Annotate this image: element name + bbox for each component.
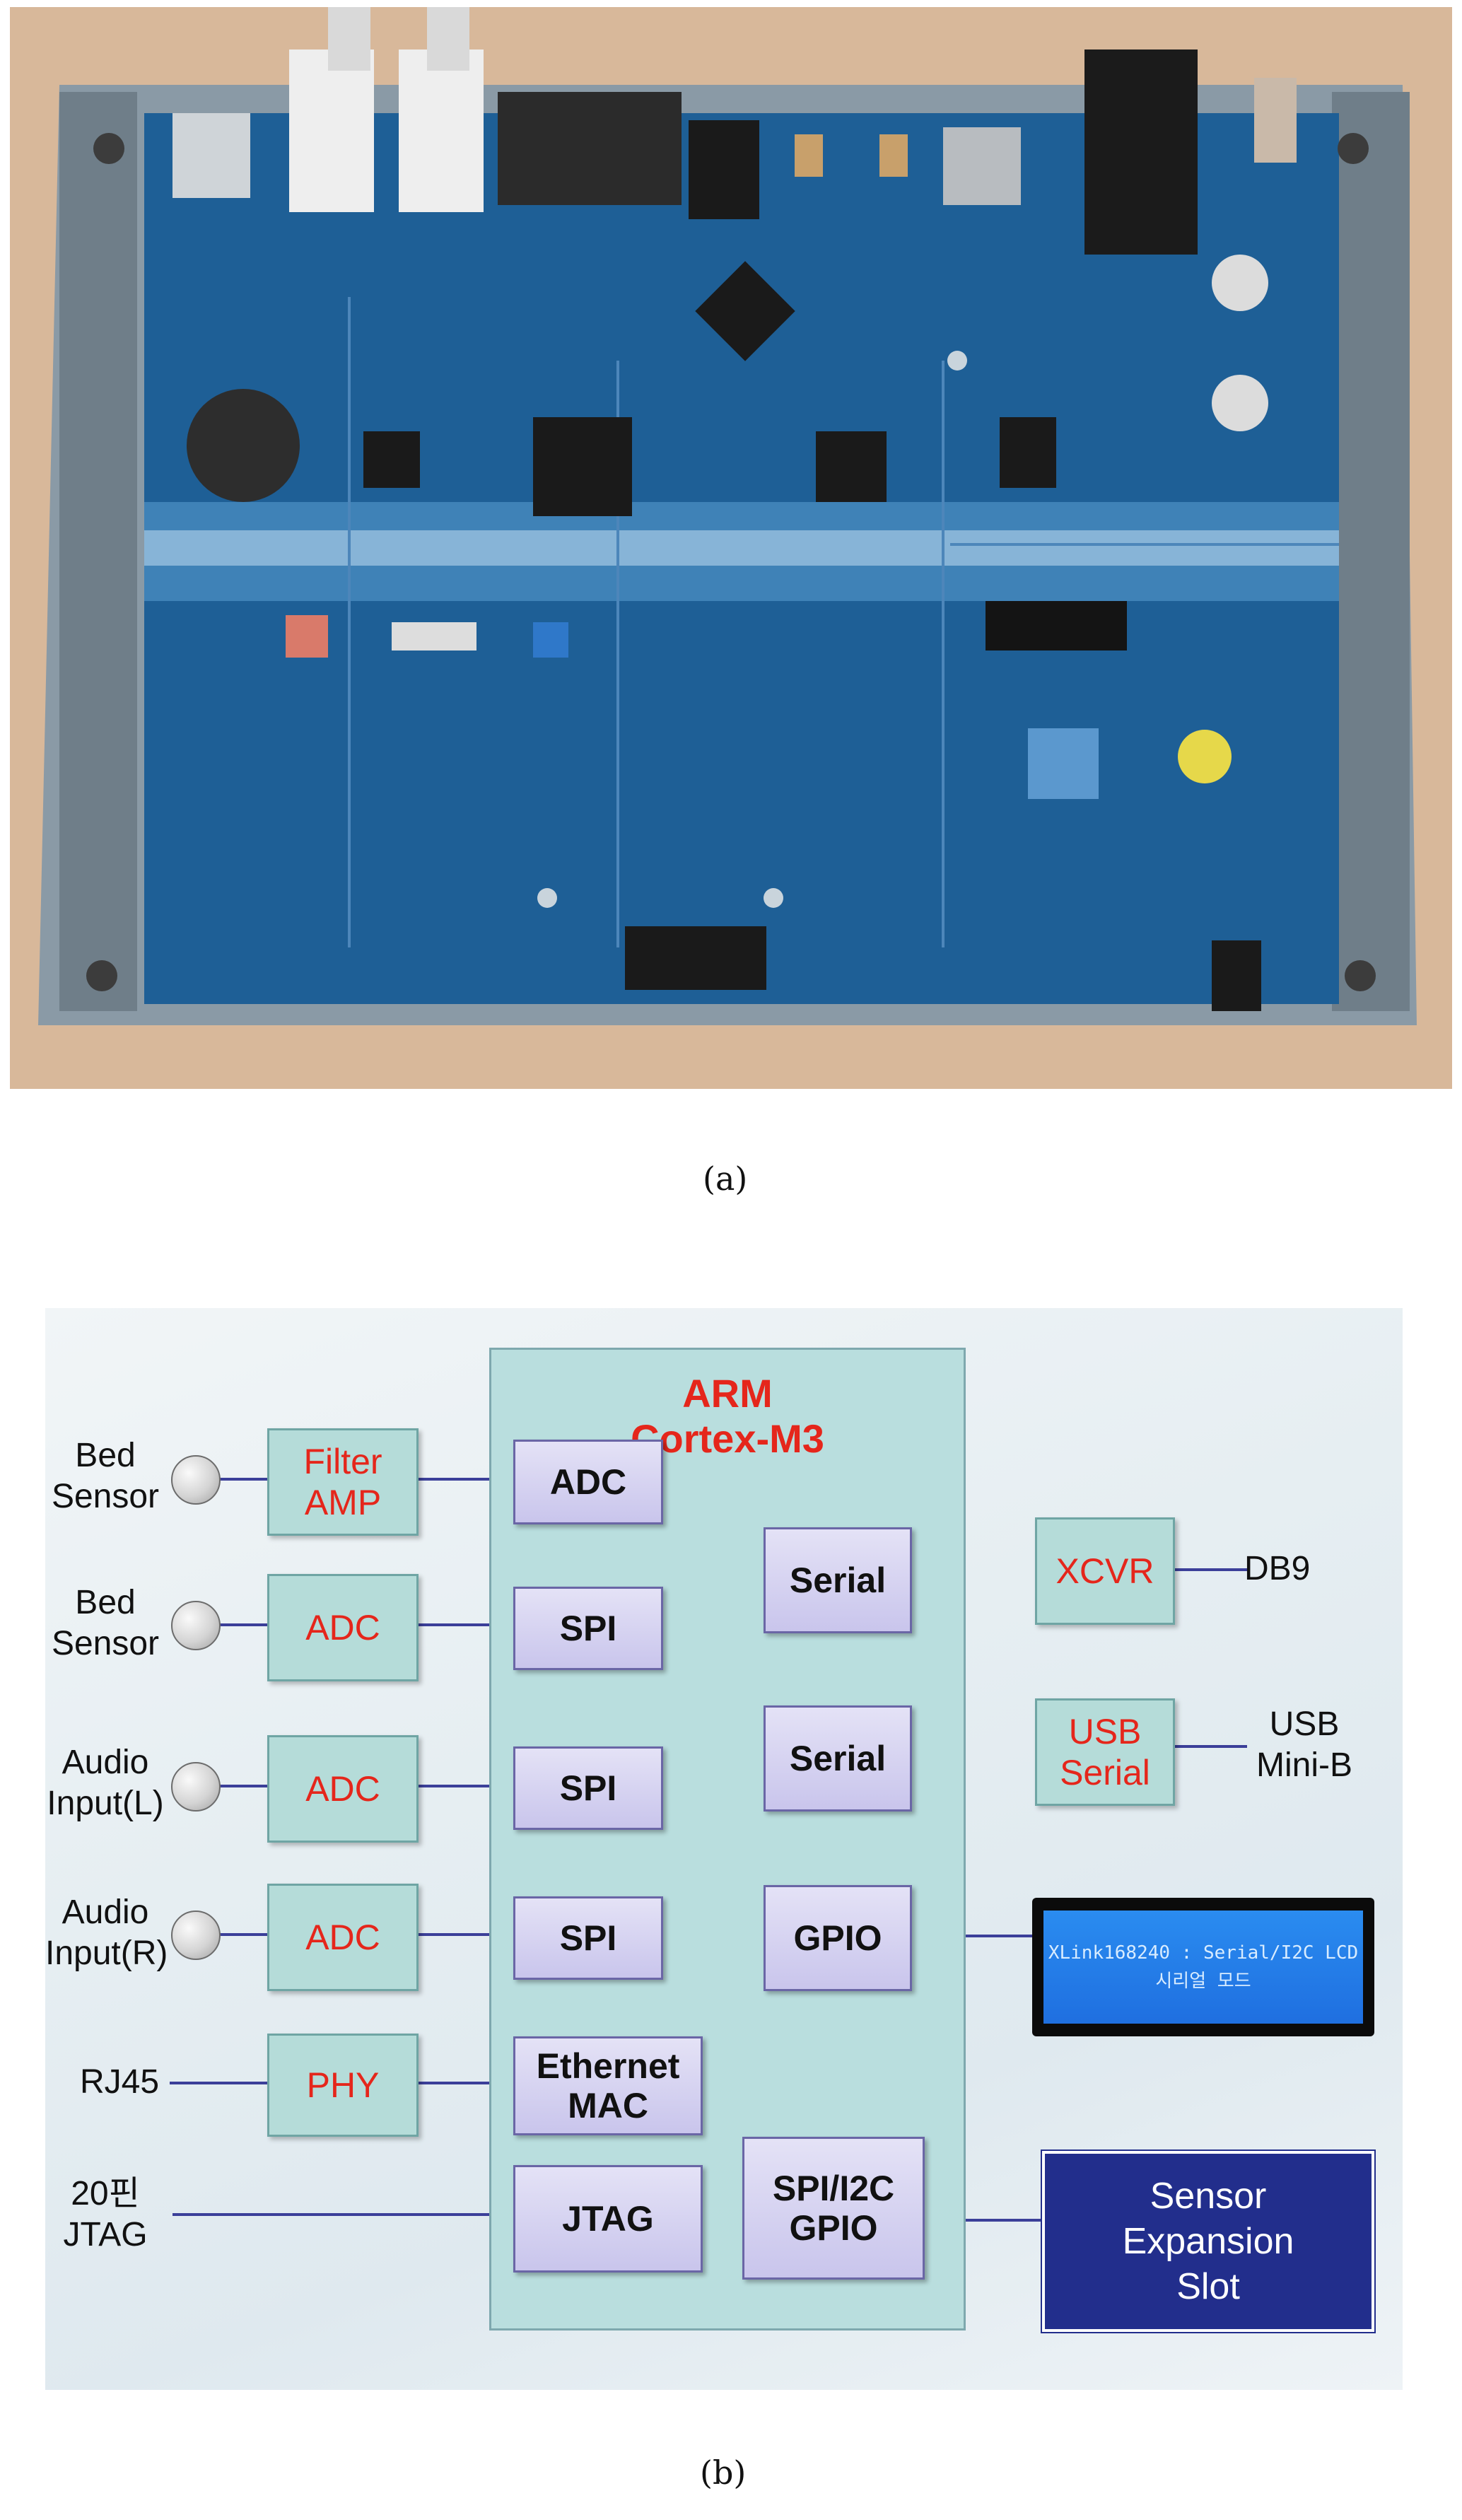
input-label-bed-sensor-1: Bed Sensor bbox=[45, 1435, 165, 1517]
gpio-interface-label: GPIO bbox=[793, 1918, 882, 1958]
spi-i2c-gpio-block: SPI/I2C GPIO bbox=[742, 2137, 925, 2280]
core-title-line1: ARM bbox=[682, 1371, 773, 1416]
spi-interface-block: SPI bbox=[513, 1746, 663, 1830]
output-label-line2: Mini-B bbox=[1256, 1746, 1352, 1784]
serial-interface-block: Serial bbox=[764, 1527, 912, 1633]
input-label-line1: RJ45 bbox=[79, 2063, 160, 2101]
input-label-line2: JTAG bbox=[63, 2216, 148, 2253]
usb-serial-line2: Serial bbox=[1060, 1753, 1150, 1792]
ethernet-mac-line2: MAC bbox=[568, 2086, 648, 2125]
adc-block: ADC bbox=[267, 1574, 419, 1681]
input-jack-icon bbox=[171, 1455, 221, 1505]
input-label-line2: Sensor bbox=[51, 1625, 160, 1662]
expansion-line1: Sensor bbox=[1150, 2176, 1267, 2217]
lcd-display: XLink168240 : Serial/I2C LCD 시리얼 모드 bbox=[1032, 1898, 1374, 2036]
input-label-audio-right: Audio Input(R) bbox=[45, 1892, 168, 1974]
spi-interface-label: SPI bbox=[559, 1609, 617, 1648]
input-jack-icon bbox=[171, 1601, 221, 1650]
adc-interface-label: ADC bbox=[549, 1462, 627, 1502]
phy-block-label: PHY bbox=[306, 2065, 380, 2105]
input-label-bed-sensor-2: Bed Sensor bbox=[45, 1582, 165, 1664]
serial-interface-label: Serial bbox=[789, 1739, 887, 1778]
sensor-expansion-slot-block: Sensor Expansion Slot bbox=[1041, 2149, 1376, 2333]
adc-block-label: ADC bbox=[305, 1918, 380, 1957]
caption-b: (b) bbox=[700, 2454, 747, 2492]
phy-block: PHY bbox=[267, 2034, 419, 2137]
input-label-rj45: RJ45 bbox=[74, 2062, 165, 2103]
output-label-usb-mini-b: USB Mini-B bbox=[1244, 1704, 1364, 1786]
spi-interface-label: SPI bbox=[559, 1918, 617, 1958]
input-label-line1: 20핀 bbox=[71, 2175, 140, 2212]
input-jack-icon bbox=[171, 1762, 221, 1812]
spi-interface-block: SPI bbox=[513, 1896, 663, 1980]
spi-i2c-gpio-line2: GPIO bbox=[789, 2208, 878, 2248]
xcvr-block-label: XCVR bbox=[1055, 1551, 1154, 1591]
spi-i2c-gpio-line1: SPI/I2C bbox=[772, 2169, 895, 2208]
input-label-line1: Audio bbox=[62, 1894, 149, 1931]
serial-interface-block: Serial bbox=[764, 1705, 912, 1812]
output-label-db9: DB9 bbox=[1244, 1548, 1343, 1589]
xcvr-block: XCVR bbox=[1035, 1517, 1175, 1625]
ethernet-mac-line1: Ethernet bbox=[536, 2046, 680, 2086]
jtag-block-label: JTAG bbox=[562, 2199, 654, 2239]
output-label-line1: DB9 bbox=[1244, 1550, 1311, 1587]
filter-amp-block: Filter AMP bbox=[267, 1428, 419, 1536]
caption-a: (a) bbox=[703, 1160, 748, 1198]
lcd-line1: XLink168240 : Serial/I2C LCD bbox=[1048, 1942, 1359, 1964]
jtag-block: JTAG bbox=[513, 2165, 703, 2273]
input-label-jtag-header: 20핀 JTAG bbox=[45, 2174, 165, 2256]
input-label-audio-left: Audio Input(L) bbox=[45, 1742, 165, 1824]
adc-block: ADC bbox=[267, 1735, 419, 1843]
adc-block-label: ADC bbox=[305, 1608, 380, 1647]
serial-interface-label: Serial bbox=[789, 1561, 887, 1600]
ethernet-mac-block: Ethernet MAC bbox=[513, 2036, 703, 2135]
expansion-line2: Expansion bbox=[1122, 2221, 1294, 2262]
filter-amp-line2: AMP bbox=[304, 1483, 382, 1522]
usb-serial-line1: USB bbox=[1068, 1712, 1142, 1751]
lcd-line2: 시리얼 모드 bbox=[1155, 1971, 1251, 1992]
expansion-line3: Slot bbox=[1176, 2266, 1240, 2307]
spi-interface-label: SPI bbox=[559, 1768, 617, 1808]
pcb-photo bbox=[10, 7, 1452, 1089]
input-label-line1: Bed bbox=[75, 1584, 136, 1621]
input-label-line2: Input(R) bbox=[45, 1935, 168, 1972]
block-diagram: ARM Cortex-M3 Bed Sensor Filter AMP ADC … bbox=[45, 1308, 1403, 2390]
input-jack-icon bbox=[171, 1911, 221, 1960]
input-label-line1: Bed bbox=[75, 1437, 136, 1474]
usb-serial-block: USB Serial bbox=[1035, 1698, 1175, 1806]
spi-interface-block: SPI bbox=[513, 1587, 663, 1670]
adc-block-label: ADC bbox=[305, 1769, 380, 1809]
adc-interface-block: ADC bbox=[513, 1440, 663, 1524]
input-label-line1: Audio bbox=[62, 1744, 149, 1781]
pcb-board-illustration bbox=[10, 7, 1452, 1089]
lcd-screen: XLink168240 : Serial/I2C LCD 시리얼 모드 bbox=[1043, 1911, 1363, 2024]
input-label-line2: Input(L) bbox=[47, 1785, 164, 1822]
output-label-line1: USB bbox=[1269, 1705, 1340, 1743]
adc-block: ADC bbox=[267, 1884, 419, 1991]
gpio-interface-block: GPIO bbox=[764, 1885, 912, 1991]
input-label-line2: Sensor bbox=[51, 1478, 160, 1515]
filter-amp-line1: Filter bbox=[303, 1442, 382, 1481]
